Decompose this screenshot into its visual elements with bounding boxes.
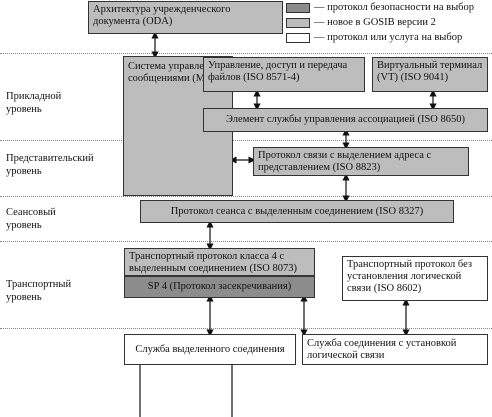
box-sp4: SP 4 (Протокол засекречивания) [124, 276, 315, 298]
legend-swatch-new [286, 18, 310, 28]
layer-application: Прикладной уровень [6, 91, 62, 115]
separator-1 [0, 53, 492, 54]
layer-presentation: Представительский уровень [6, 153, 94, 177]
legend-label-optional: — протокол или услуга на выбор [314, 32, 463, 43]
separator-4 [0, 241, 492, 242]
box-oda: Архитектура учрежденческого документа (O… [88, 1, 283, 34]
legend-label-new: — новое в GOSIB версии 2 [314, 17, 436, 28]
separator-2 [0, 140, 492, 141]
box-presentation: Протокол связи с выделением адреса с пре… [253, 147, 469, 176]
box-tp4: Транспортный протокол класса 4 с выделен… [124, 248, 315, 276]
box-session: Протокол сеанса с выделенным соединением… [140, 200, 454, 223]
legend-label-security: — протокол безопасности на выбор [314, 2, 475, 13]
legend-swatch-optional [286, 33, 310, 43]
legend-swatch-security [286, 3, 310, 13]
box-clns: Служба соединения с установкой логическо… [302, 334, 488, 365]
box-cltp: Транспортный протокол без установления л… [342, 256, 488, 301]
separator-5 [0, 328, 492, 329]
box-acse: Элемент службы управления ассоциацией (I… [203, 108, 488, 132]
layer-session: Сеансовый уровень [6, 207, 56, 231]
layer-transport: Транспортный уровень [6, 279, 72, 303]
box-vt: Виртуальный терминал (VT) (ISO 9041) [372, 57, 488, 92]
separator-3 [0, 196, 492, 197]
box-cons: Служба выделенного соединения [124, 334, 296, 365]
box-ftam: Управление, доступ и передача файлов (IS… [203, 57, 365, 92]
